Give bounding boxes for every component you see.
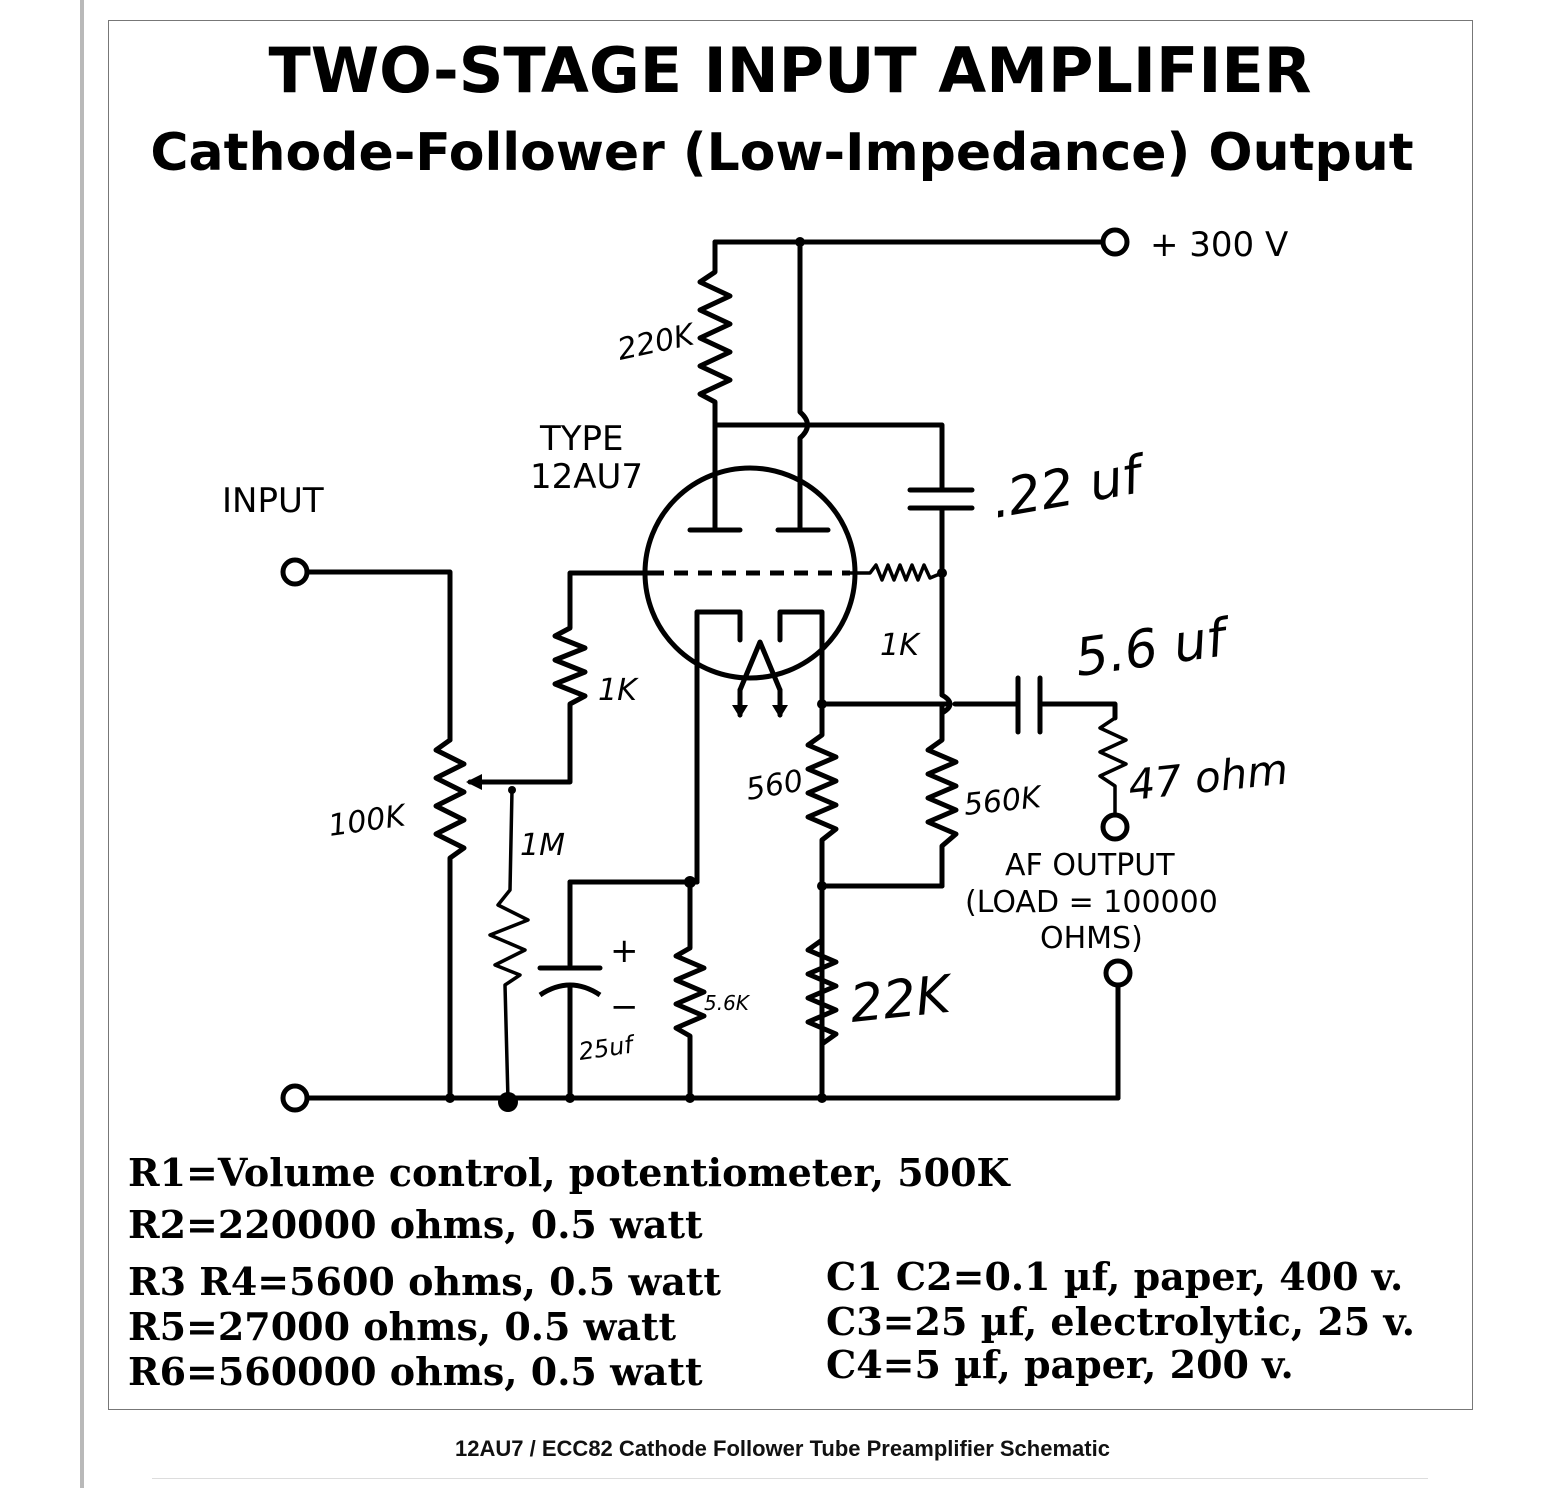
supply-voltage-label: + 300 V <box>1150 225 1288 265</box>
tube-type-label: TYPE <box>539 419 624 459</box>
input-terminal <box>280 557 310 587</box>
schematic-subtitle: Cathode-Follower (Low-Impedance) Output <box>150 123 1413 183</box>
label-22k: 22K <box>847 964 957 1035</box>
plate2-wire <box>712 239 945 533</box>
af-output-label: AF OUTPUT <box>1005 848 1175 883</box>
resistor-47-ohm <box>1098 716 1128 817</box>
resistor-1m <box>488 786 530 1102</box>
supply-rail <box>712 227 1130 257</box>
plate-resistor-220k <box>697 239 733 428</box>
label-1m: 1M <box>520 828 565 863</box>
label-022uf: .22 uf <box>987 444 1152 530</box>
input-label: INPUT <box>222 481 324 521</box>
spec-c3: C3=25 µf, electrolytic, 25 v. <box>826 1299 1415 1344</box>
input-wiring <box>280 557 453 743</box>
label-220k: 220K <box>614 317 699 368</box>
af-output-terminal-bottom <box>1103 958 1133 988</box>
spec-r5: R5=27000 ohms, 0.5 watt <box>128 1304 677 1349</box>
label-5-6uf: 5.6 uf <box>1071 608 1235 689</box>
schematic-card <box>108 20 1473 1410</box>
af-output-ohms-label: OHMS) <box>1040 921 1143 956</box>
label-560: 560 <box>743 763 805 807</box>
spec-r6: R6=560000 ohms, 0.5 watt <box>128 1349 703 1394</box>
spec-r3-r4: R3 R4=5600 ohms, 0.5 watt <box>128 1259 721 1304</box>
spec-c4: C4=5 µf, paper, 200 v. <box>826 1342 1294 1387</box>
label-25uf: 25uf <box>577 1030 638 1066</box>
spec-r2: R2=220000 ohms, 0.5 watt <box>128 1202 703 1247</box>
label-560k: 560K <box>962 780 1044 823</box>
schematic-title: TWO-STAGE INPUT AMPLIFIER <box>268 34 1311 107</box>
label-5-6k: 5.6K <box>704 991 751 1015</box>
cathode2-network <box>805 697 959 1101</box>
volume-potentiometer-100k <box>433 737 503 1101</box>
output-capacitor-5-6uf <box>939 675 1118 735</box>
tube-model-label: 12AU7 <box>530 457 643 497</box>
grid2-stopper-1k <box>848 563 947 582</box>
coupling-capacitor-022uf <box>907 487 975 578</box>
page-left-rule <box>80 0 84 1488</box>
ground-bus <box>280 1083 1121 1113</box>
cathode1-network <box>567 614 707 1101</box>
label-grid-1k: 1K <box>880 628 921 663</box>
label-47-ohm: 47 ohm <box>1126 744 1290 809</box>
label-1k: 1K <box>598 673 639 708</box>
grid1-resistor-1k <box>497 570 653 785</box>
cap-minus-sign: − <box>610 987 639 1027</box>
input-ground-terminal <box>280 1083 310 1113</box>
label-100k: 100K <box>326 798 409 844</box>
electrolytic-capacitor-25uf <box>537 965 603 1101</box>
spec-r1: R1=Volume control, potentiometer, 500K <box>128 1150 1012 1195</box>
af-output-load-label: (LOAD = 100000 <box>965 885 1218 920</box>
spec-c1-c2: C1 C2=0.1 µf, paper, 400 v. <box>826 1254 1403 1299</box>
supply-terminal <box>1100 227 1130 257</box>
bottom-divider <box>152 1478 1428 1489</box>
af-output-terminal-top <box>1100 812 1130 842</box>
image-caption: 12AU7 / ECC82 Cathode Follower Tube Prea… <box>455 1436 1110 1461</box>
tube-12au7 <box>642 465 858 718</box>
cap-plus-sign: + <box>610 931 639 971</box>
